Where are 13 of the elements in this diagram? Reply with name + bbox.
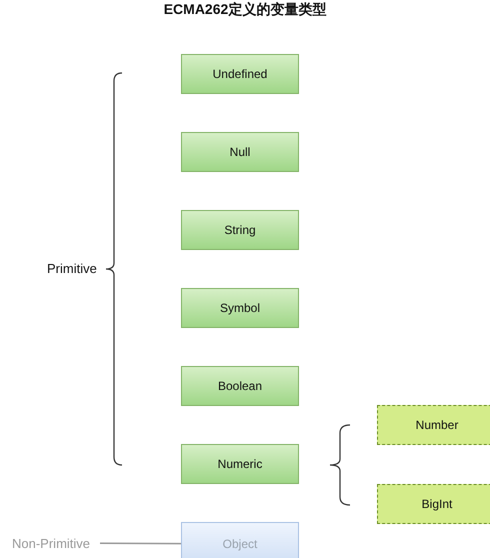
type-box: String xyxy=(181,210,299,250)
type-box: Boolean xyxy=(181,366,299,406)
type-box: Symbol xyxy=(181,288,299,328)
connector-line xyxy=(100,542,181,544)
category-label: Primitive xyxy=(47,261,97,276)
subtype-box: Number xyxy=(377,405,490,445)
diagram-title: ECMA262定义的变量类型 xyxy=(162,1,328,17)
type-box: Null xyxy=(181,132,299,172)
subtype-box: BigInt xyxy=(377,484,490,524)
type-box: Numeric xyxy=(181,444,299,484)
type-box: Object xyxy=(181,522,299,558)
category-label: Non-Primitive xyxy=(12,534,100,552)
type-box: Undefined xyxy=(181,54,299,94)
